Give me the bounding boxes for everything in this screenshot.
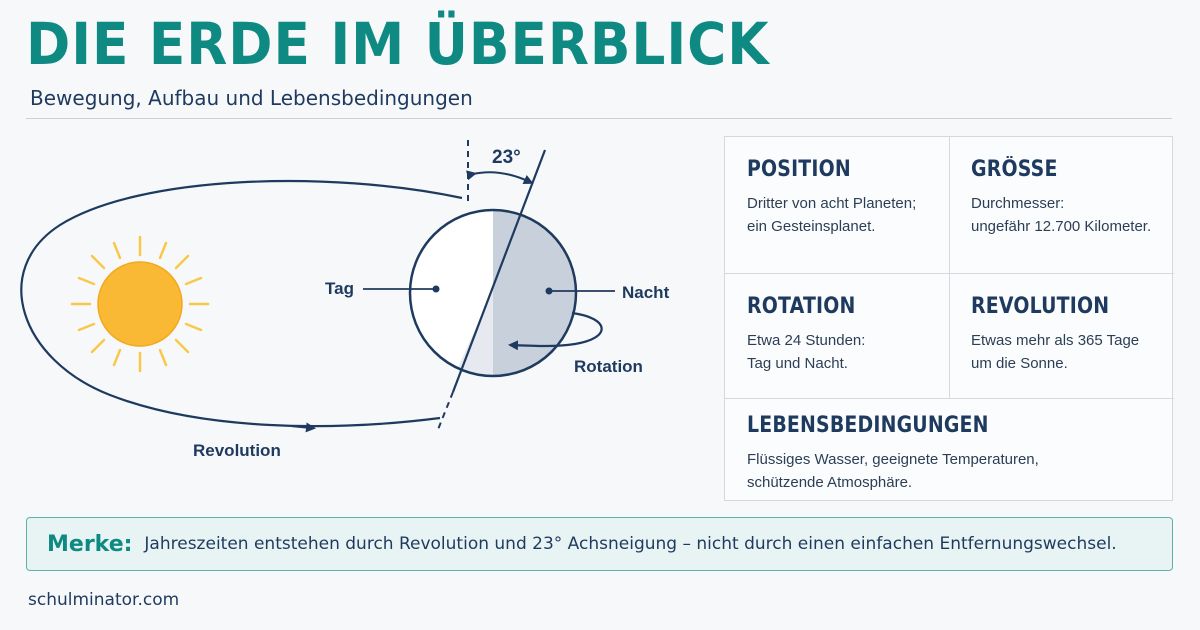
page-title: DIE ERDE IM ÜBERBLICK (26, 10, 770, 78)
fact-revolution-line2: um die Sonne. (971, 355, 1068, 372)
note-text: Jahreszeiten entstehen durch Revolution … (144, 534, 1117, 554)
night-dot (545, 287, 553, 295)
header-divider (26, 118, 1172, 119)
fact-revolution: REVOLUTION Etwas mehr als 365 Tage um di… (949, 274, 1174, 399)
grid-divider-vertical (949, 137, 950, 399)
sun-icon (70, 235, 210, 373)
facts-grid: POSITION Dritter von acht Planeten; ein … (724, 136, 1174, 501)
revolution-arrow-icon (291, 422, 316, 433)
earth-axis-dashed (436, 391, 454, 433)
rotation-label: Rotation (574, 357, 643, 376)
fact-position-line2: ein Gesteinsplanet. (747, 218, 876, 235)
fact-revolution-line1: Etwas mehr als 365 Tage (971, 332, 1140, 349)
note-box: Merke: Jahreszeiten entstehen durch Revo… (26, 517, 1173, 571)
fact-rotation: ROTATION Etwa 24 Stunden: Tag und Nacht. (725, 274, 949, 399)
page-subtitle: Bewegung, Aufbau und Lebensbedingungen (30, 86, 473, 110)
tilt-angle-arc (466, 170, 534, 184)
night-label: Nacht (622, 283, 670, 302)
footer-source: schulminator.com (28, 590, 180, 610)
note-label: Merke: (47, 531, 133, 557)
fact-life-conditions: LEBENSBEDINGUNGEN Flüssiges Wasser, geei… (725, 399, 1174, 501)
fact-rotation-title: ROTATION (747, 294, 856, 319)
grid-divider-horizontal-1 (725, 273, 1174, 274)
fact-life-line2: schützende Atmosphäre. (747, 474, 913, 491)
revolution-label: Revolution (193, 441, 281, 460)
fact-life-line1: Flüssiges Wasser, geeignete Temperaturen… (747, 451, 1039, 468)
fact-rotation-line2: Tag und Nacht. (747, 355, 848, 372)
fact-position-title: POSITION (747, 157, 851, 182)
earth-motion-diagram: 23° Tag Nacht Rotation Revolution (20, 140, 670, 460)
fact-size-line1: Durchmesser: (971, 195, 1065, 212)
fact-size: GRÖSSE Durchmesser: ungefähr 12.700 Kilo… (949, 137, 1174, 273)
rotation-arrow-icon (508, 311, 603, 351)
fact-position-line1: Dritter von acht Planeten; (747, 195, 917, 212)
fact-position: POSITION Dritter von acht Planeten; ein … (725, 137, 949, 273)
tilt-angle-label: 23° (492, 147, 521, 168)
fact-size-title: GRÖSSE (971, 157, 1058, 182)
fact-rotation-line1: Etwa 24 Stunden: (747, 332, 866, 349)
fact-life-title: LEBENSBEDINGUNGEN (747, 413, 989, 438)
day-dot (432, 285, 440, 293)
earth-icon (408, 208, 578, 378)
fact-revolution-title: REVOLUTION (971, 294, 1110, 319)
orbit-path (20, 179, 463, 428)
grid-divider-horizontal-2 (725, 398, 1174, 399)
earth-axis (451, 149, 547, 393)
fact-size-line2: ungefähr 12.700 Kilometer. (971, 218, 1152, 235)
day-label: Tag (325, 279, 354, 298)
